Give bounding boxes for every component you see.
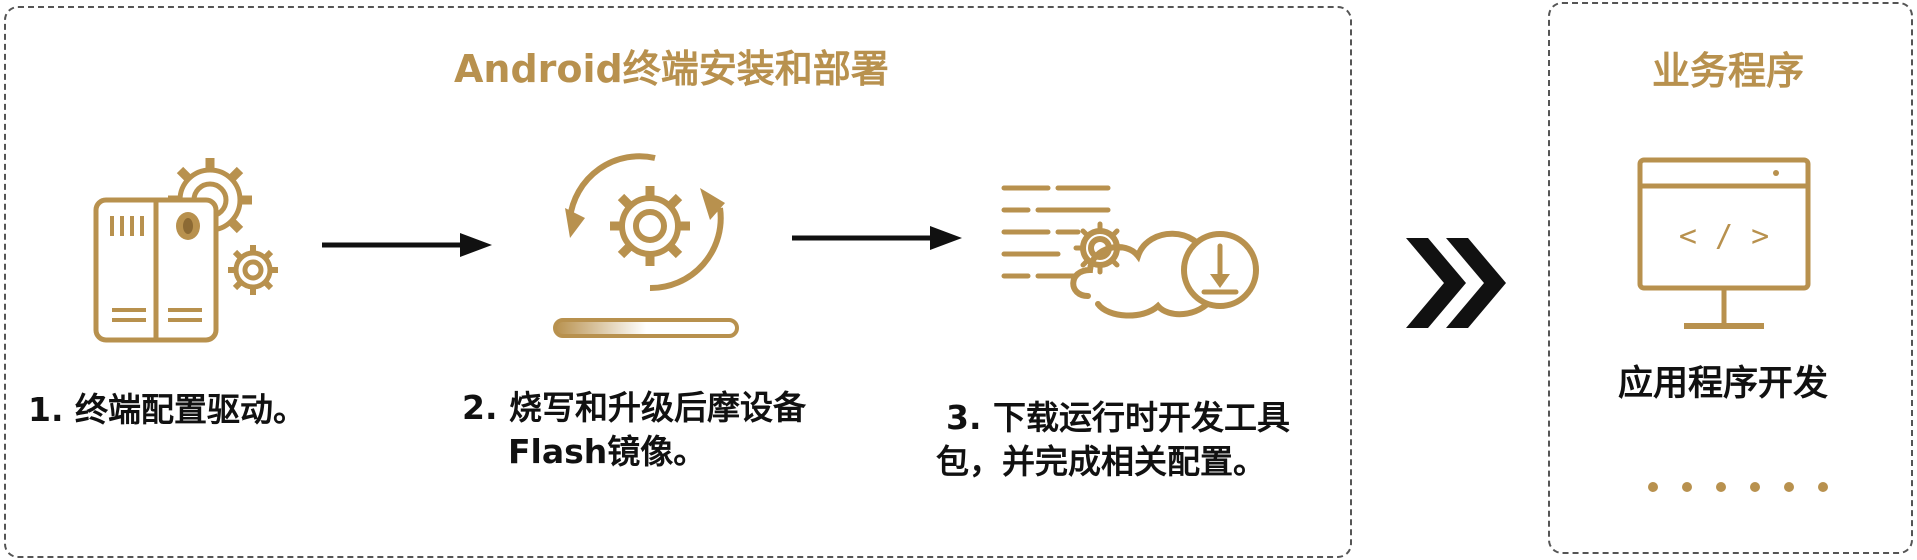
step-3-line-1: 3. 下载运行时开发工具 (946, 398, 1290, 437)
double-chevron-right-icon (1406, 238, 1506, 328)
step-2-line-2: Flash镜像。 (508, 432, 707, 471)
step-2-text: 2. 烧写和升级后摩设备 Flash镜像。 (462, 386, 806, 474)
app-development-label: 应用程序开发 (1618, 364, 1829, 404)
more-dots (1648, 482, 1828, 492)
step-2-line-1: 2. 烧写和升级后摩设备 (462, 388, 806, 427)
svg-text:< / >: < / > (1679, 219, 1769, 254)
cloud-download-icon (1001, 185, 1259, 319)
step-1-text: 1. 终端配置驱动。 (28, 388, 306, 432)
refresh-gear-icon (553, 153, 739, 338)
business-program-panel (1548, 2, 1913, 554)
arrow-right-icon (792, 226, 962, 250)
step-3-text: 3. 下载运行时开发工具 包，并完成相关配置。 (936, 396, 1290, 484)
arrow-right-icon (322, 233, 492, 257)
device-gear-icon (93, 158, 278, 343)
code-monitor-icon: < / > (1637, 157, 1811, 329)
android-install-panel (4, 6, 1352, 558)
business-program-title: 业务程序 (1652, 49, 1805, 93)
android-install-title: Android终端安装和部署 (454, 47, 889, 91)
step-3-line-2: 包，并完成相关配置。 (936, 442, 1266, 481)
step-1-line-1: 1. 终端配置驱动。 (28, 390, 306, 429)
